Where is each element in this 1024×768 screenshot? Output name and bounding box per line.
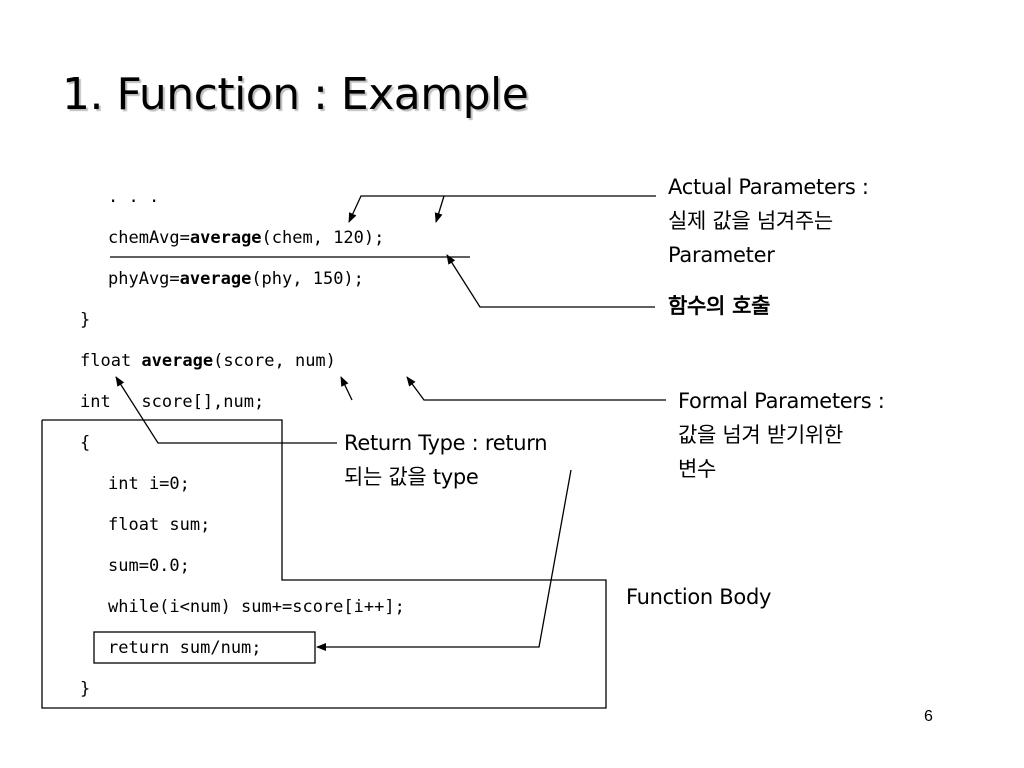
code-close-main: }: [80, 310, 91, 330]
code-while-line: while(i<num) sum+=score[i++];: [108, 597, 405, 617]
code-text: (score, num): [213, 351, 336, 371]
page-number: 6: [924, 708, 933, 725]
code-decl-sum: float sum;: [108, 515, 211, 535]
actual-params-arrow-1: [348, 195, 656, 223]
actual-params-arrow-2: [434, 195, 445, 223]
code-close-brace: }: [80, 679, 91, 699]
return-type-heading: Return Type :: [344, 431, 485, 455]
code-params-decl: int score[],num;: [80, 392, 265, 412]
code-return-line: return sum/num;: [108, 638, 262, 658]
function-name: average: [189, 228, 262, 248]
code-text: phyAvg=: [108, 269, 180, 289]
code-text: (phy, 150);: [251, 269, 364, 289]
return-type-heading-tail: return: [484, 431, 548, 455]
slide-title: 1. Function : Example: [62, 69, 529, 120]
return-type-label-line1: Return Type : return: [344, 426, 548, 460]
actual-params-label-line1: Actual Parameters :: [668, 175, 869, 199]
code-init-sum: sum=0.0;: [108, 556, 190, 576]
formal-params-label-line1: Formal Parameters :: [678, 389, 885, 413]
formal-params-label-line2: 값을 넘겨 받기위한: [678, 423, 843, 447]
actual-params-label-line3: Parameter: [668, 243, 775, 267]
code-ellipsis: . . .: [108, 187, 160, 207]
formal-params-label-line3: 변수: [678, 457, 717, 481]
function-name: average: [141, 351, 214, 371]
code-text: (chem, 120);: [261, 228, 385, 248]
code-decl-i: int i=0;: [108, 474, 190, 494]
return-value-arrow: [316, 469, 572, 651]
function-call-label: 함수의 호출: [668, 294, 771, 318]
code-text: chemAvg=: [108, 228, 190, 248]
code-open-brace: {: [80, 433, 91, 453]
call-arrow: [446, 254, 655, 308]
code-function-def: float average(score, num): [80, 350, 336, 372]
code-text: float: [80, 351, 142, 371]
code-chem-call: chemAvg=average(chem, 120);: [108, 227, 384, 249]
actual-params-label-line2: 실제 값을 넘겨주는: [668, 209, 833, 233]
function-name: average: [179, 269, 252, 289]
return-type-label-line2: 되는 값을 type: [344, 465, 479, 489]
formal-params-arrow-1: [406, 376, 666, 401]
code-phy-call: phyAvg=average(phy, 150);: [108, 268, 364, 290]
formal-params-arrow-2: [340, 376, 353, 401]
function-body-label: Function Body: [626, 585, 772, 609]
